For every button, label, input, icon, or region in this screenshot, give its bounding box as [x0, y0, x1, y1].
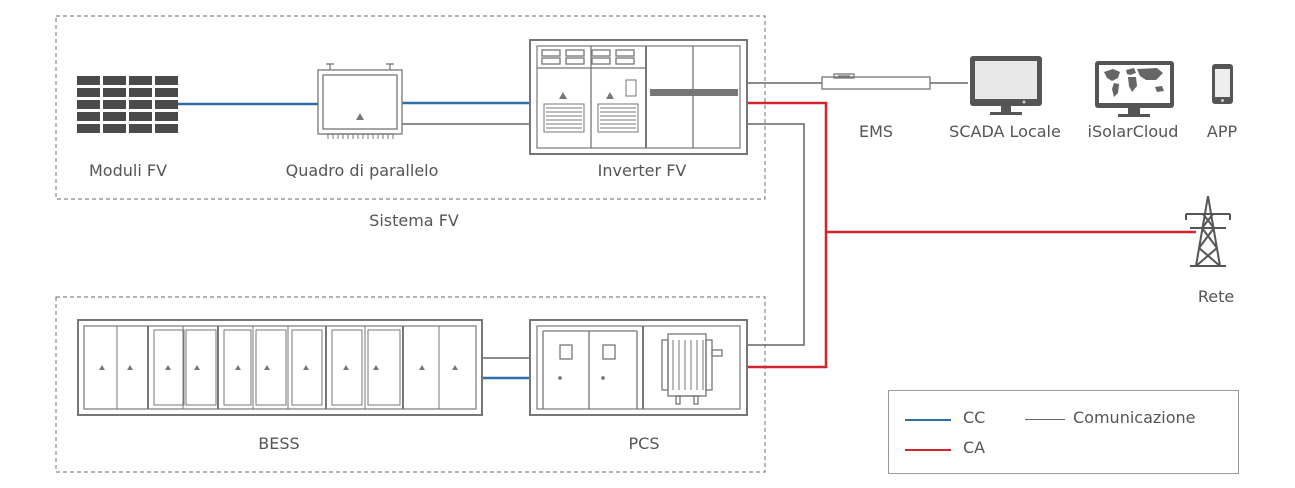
ac-line-inverter: [741, 101, 828, 369]
label-isolarcloud: iSolarCloud: [1087, 122, 1179, 141]
legend-ac-swatch: [905, 449, 951, 451]
label-app: APP: [1206, 122, 1238, 141]
label-pv-inverter: Inverter FV: [597, 161, 687, 180]
pv-inverter-icon: [529, 39, 748, 155]
pv-system-group: [55, 15, 766, 200]
label-pv-system: Sistema FV: [369, 211, 459, 230]
legend-dc-swatch: [905, 419, 951, 421]
grid-tower-icon: [1185, 195, 1231, 267]
label-combiner-box: Quadro di parallelo: [285, 161, 439, 180]
label-ems: EMS: [858, 122, 894, 141]
legend: CC CA Comunicazione: [888, 390, 1239, 474]
legend-dc-label: CC: [963, 408, 986, 427]
label-pv-modules: Moduli FV: [88, 161, 168, 180]
label-pcs: PCS: [628, 434, 660, 453]
scada-monitor-icon: [970, 56, 1042, 115]
legend-ac-label: CA: [963, 438, 986, 457]
legend-communication-label: Comunicazione: [1073, 408, 1196, 427]
ems-icon: [821, 73, 931, 90]
combiner-box-icon: [317, 63, 403, 139]
legend-communication-swatch: [1025, 419, 1065, 420]
bess-container-icon: [77, 319, 483, 416]
label-scada: SCADA Locale: [949, 122, 1061, 141]
label-grid: Rete: [1197, 287, 1235, 306]
bess-group: [55, 296, 766, 473]
isolarcloud-monitor-icon: [1095, 61, 1174, 117]
pcs-container-icon: [529, 319, 748, 416]
label-bess: BESS: [258, 434, 300, 453]
pv-modules-icon: [77, 76, 178, 133]
comm-line-inverter-pcs: [741, 123, 805, 346]
app-phone-icon: [1212, 64, 1233, 104]
